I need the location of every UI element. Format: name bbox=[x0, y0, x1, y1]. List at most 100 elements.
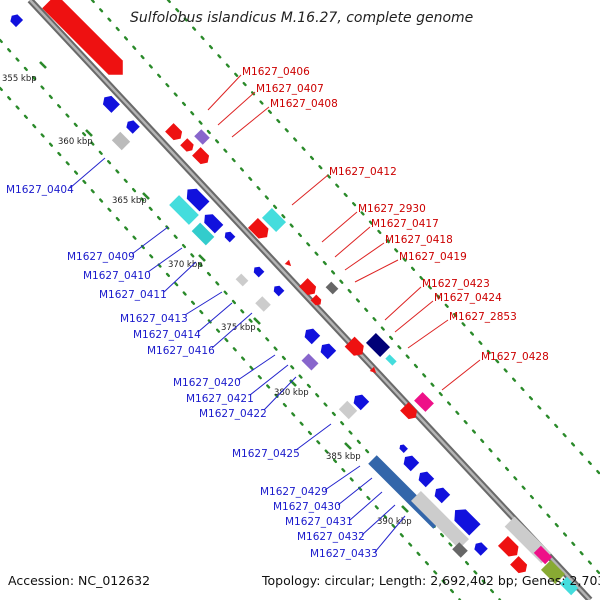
gene-label[interactable]: M1627_0412 bbox=[329, 166, 397, 178]
gene-box[interactable] bbox=[255, 296, 271, 312]
gene-arrow[interactable] bbox=[252, 265, 265, 278]
kbp-label: 385 kbp bbox=[326, 452, 361, 462]
forward-gene-labels: M1627_0406 M1627_0407 M1627_0408 M1627_0… bbox=[242, 66, 549, 363]
gene-label[interactable]: M1627_0404 bbox=[6, 184, 74, 196]
gene-box[interactable] bbox=[365, 332, 391, 358]
map-title: Sulfolobus islandicus M.16.27, complete … bbox=[130, 10, 473, 26]
leader-line bbox=[263, 376, 297, 411]
leader-line bbox=[337, 477, 373, 506]
tick-375 bbox=[253, 317, 261, 325]
gene-label[interactable]: M1627_0414 bbox=[133, 329, 201, 341]
outer-reverse-guide bbox=[0, 86, 462, 600]
gene-label[interactable]: M1627_2853 bbox=[449, 311, 517, 323]
kbp-label: 390 kbp bbox=[377, 517, 412, 527]
leader-line bbox=[407, 319, 449, 349]
gene-arrow[interactable] bbox=[284, 259, 293, 268]
leader-line bbox=[334, 226, 371, 258]
gene-label[interactable]: M1627_0413 bbox=[120, 313, 188, 325]
gene-box[interactable] bbox=[194, 129, 210, 145]
gene-arrow[interactable] bbox=[351, 392, 370, 411]
reverse-leader-lines bbox=[69, 157, 406, 553]
gene-label[interactable]: M1627_0406 bbox=[242, 66, 310, 78]
leader-line bbox=[295, 423, 332, 451]
gene-arrow[interactable] bbox=[344, 336, 368, 360]
gene-arrow[interactable] bbox=[497, 535, 522, 560]
gene-label[interactable]: M1627_2930 bbox=[358, 203, 426, 215]
gene-box[interactable] bbox=[169, 195, 199, 225]
gene-box[interactable] bbox=[411, 491, 469, 549]
gene-arrow[interactable] bbox=[192, 147, 212, 167]
gene-box[interactable] bbox=[540, 559, 566, 585]
gene-label[interactable]: M1627_0429 bbox=[260, 486, 328, 498]
gene-arrow[interactable] bbox=[432, 485, 451, 504]
gene-label[interactable]: M1627_0416 bbox=[147, 345, 215, 357]
gene-label[interactable]: M1627_0422 bbox=[199, 408, 267, 420]
gene-label[interactable]: M1627_0428 bbox=[481, 351, 549, 363]
leader-line bbox=[384, 286, 422, 321]
gene-label[interactable]: M1627_0421 bbox=[186, 393, 254, 405]
gene-label[interactable]: M1627_0432 bbox=[297, 531, 365, 543]
gene-label[interactable]: M1627_0433 bbox=[310, 548, 378, 560]
leader-line bbox=[237, 354, 276, 381]
leader-line bbox=[321, 211, 358, 243]
leader-line bbox=[131, 226, 169, 255]
gene-label[interactable]: M1627_0431 bbox=[285, 516, 353, 528]
gene-label[interactable]: M1627_0409 bbox=[67, 251, 135, 263]
leader-line bbox=[324, 465, 361, 491]
gene-arrow[interactable] bbox=[124, 118, 140, 134]
mid-forward-guide bbox=[90, 0, 600, 576]
gene-label[interactable]: M1627_0410 bbox=[83, 270, 151, 282]
gene-box[interactable] bbox=[559, 576, 579, 596]
gene-arrow[interactable] bbox=[401, 453, 420, 472]
genome-backbone bbox=[27, 0, 593, 600]
gene-label[interactable]: M1627_0430 bbox=[273, 501, 341, 513]
gene-label[interactable]: M1627_0408 bbox=[270, 98, 338, 110]
gene-arrow[interactable] bbox=[247, 217, 272, 242]
gene-arrow[interactable] bbox=[302, 326, 321, 345]
gene-arrow[interactable] bbox=[180, 138, 196, 154]
kbp-ticks bbox=[39, 61, 409, 513]
gene-arrow[interactable] bbox=[183, 185, 210, 212]
gene-box[interactable] bbox=[338, 400, 358, 420]
gene-label[interactable]: M1627_0425 bbox=[232, 448, 300, 460]
gene-arrow[interactable] bbox=[416, 469, 435, 488]
gene-label[interactable]: M1627_0417 bbox=[371, 218, 439, 230]
gene-arrow[interactable] bbox=[398, 443, 408, 453]
kbp-label: 375 kbp bbox=[221, 323, 256, 333]
gene-box[interactable] bbox=[414, 392, 434, 412]
forward-leader-lines bbox=[207, 74, 481, 391]
leader-line bbox=[163, 261, 197, 293]
gene-label[interactable]: M1627_0424 bbox=[434, 292, 502, 304]
gene-box[interactable] bbox=[235, 273, 249, 287]
gene-label[interactable]: M1627_0411 bbox=[99, 289, 167, 301]
gene-box[interactable] bbox=[533, 545, 553, 565]
gene-arrow[interactable] bbox=[42, 0, 130, 82]
gene-label[interactable]: M1627_0423 bbox=[422, 278, 490, 290]
gene-arrow[interactable] bbox=[472, 540, 488, 556]
gene-label[interactable]: M1627_0418 bbox=[385, 234, 453, 246]
gene-arrow[interactable] bbox=[8, 12, 24, 28]
gene-arrow[interactable] bbox=[165, 123, 185, 143]
gene-arrow[interactable] bbox=[223, 230, 236, 243]
gene-label[interactable]: M1627_0407 bbox=[256, 83, 324, 95]
gene-label[interactable]: M1627_0420 bbox=[173, 377, 241, 389]
gene-arrow[interactable] bbox=[449, 504, 481, 536]
gene-arrow[interactable] bbox=[318, 341, 337, 360]
tick-385 bbox=[344, 442, 352, 450]
gene-label[interactable]: M1627_0419 bbox=[399, 251, 467, 263]
kbp-label: 365 kbp bbox=[112, 196, 147, 206]
gene-box[interactable] bbox=[301, 353, 319, 371]
kbp-label: 370 kbp bbox=[168, 260, 203, 270]
gene-box[interactable] bbox=[385, 354, 397, 366]
gene-box[interactable] bbox=[111, 131, 131, 151]
gene-box[interactable] bbox=[325, 281, 339, 295]
reverse-gene-labels: M1627_0404 M1627_0409 M1627_0410 M1627_0… bbox=[6, 184, 378, 560]
gene-box[interactable] bbox=[191, 222, 215, 246]
gene-box[interactable] bbox=[261, 207, 287, 233]
gene-box[interactable] bbox=[452, 542, 468, 558]
gene-arrow[interactable] bbox=[310, 294, 324, 308]
gene-arrow[interactable] bbox=[272, 284, 285, 297]
leader-line bbox=[349, 491, 383, 521]
gene-arrow[interactable] bbox=[201, 211, 224, 234]
